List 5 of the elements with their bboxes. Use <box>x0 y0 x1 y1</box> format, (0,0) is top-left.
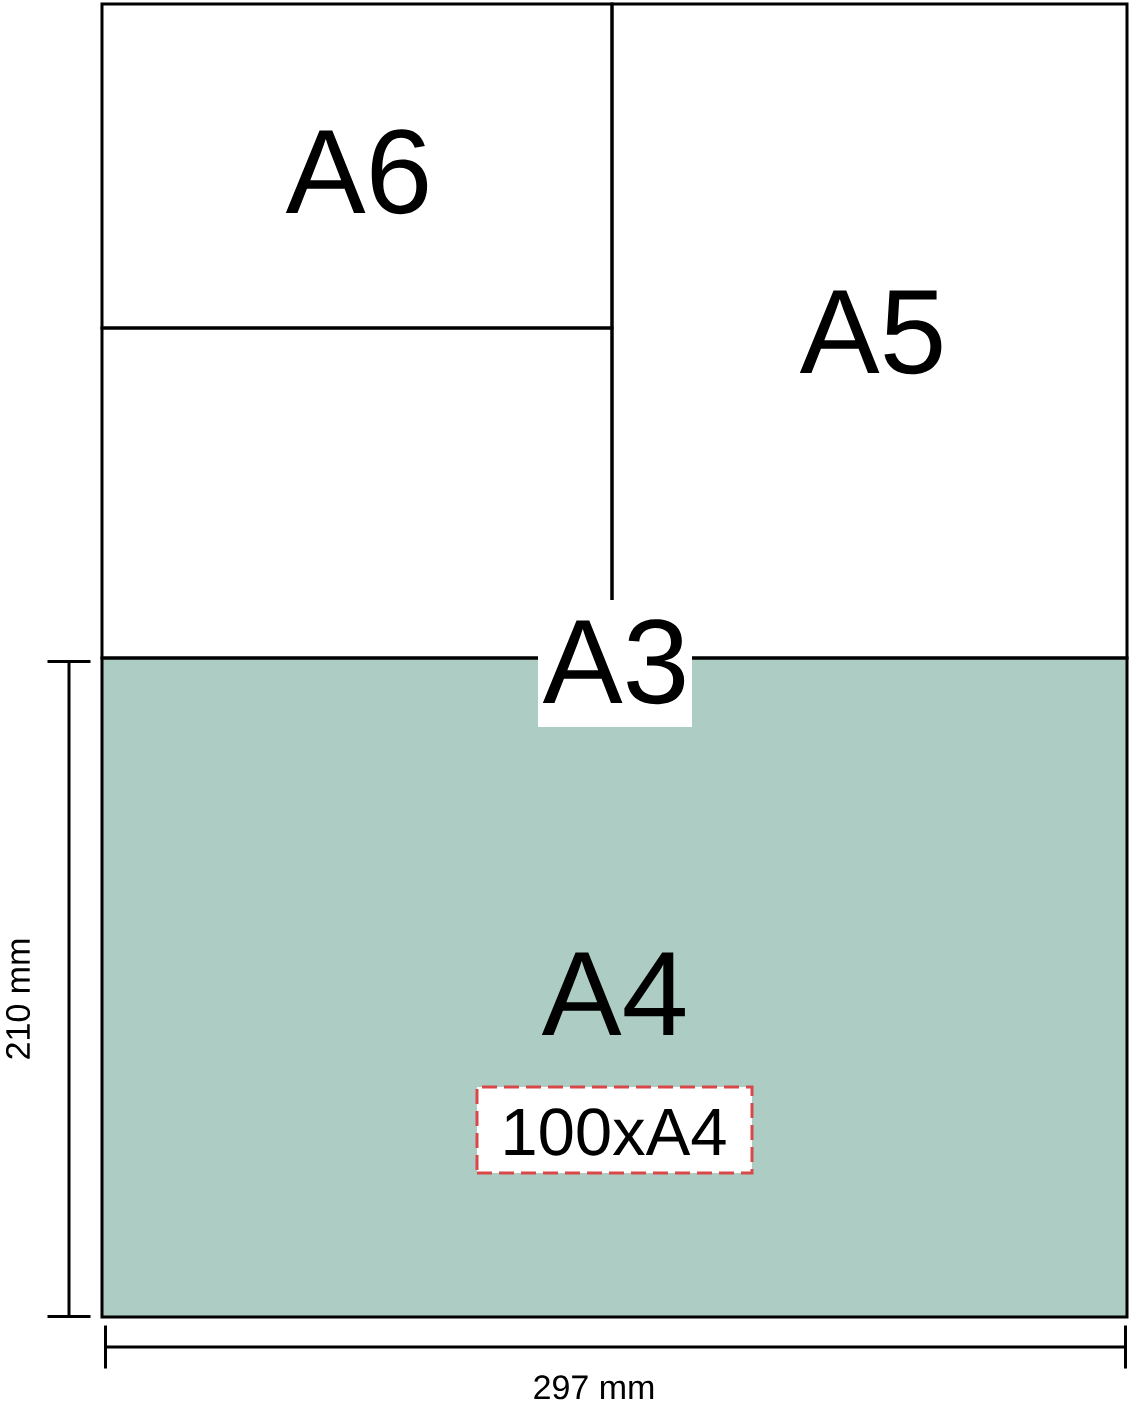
dimension-label: 297 mm <box>534 1375 654 1400</box>
paper-box: A6 <box>100 2 614 330</box>
label-box: 100xA4 <box>475 1085 754 1175</box>
dimension-label: 210 mm <box>5 939 31 1059</box>
size-label: A3 <box>538 600 692 727</box>
